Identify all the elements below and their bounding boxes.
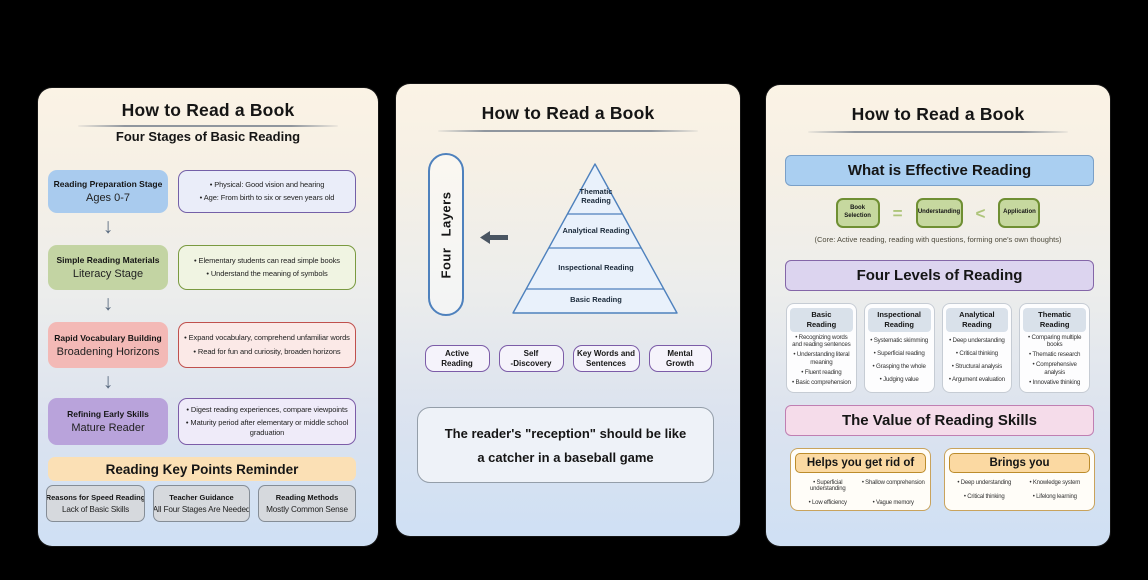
stage-box-simple-reading: Simple Reading Materials Literacy Stage xyxy=(48,245,168,290)
value-banner: The Value of Reading Skills xyxy=(785,405,1094,436)
keyword-pills-row: Active Reading Self -Discovery Key Words… xyxy=(396,345,740,372)
effective-reading-equation: Book Selection = Understanding < Applica… xyxy=(766,198,1110,228)
stage-row-2: Simple Reading Materials Literacy Stage … xyxy=(38,245,378,290)
reminder-banner: Reading Key Points Reminder xyxy=(48,457,356,481)
column-bullets: • Recognizing words and reading sentence… xyxy=(791,333,851,386)
title-underline xyxy=(438,130,698,132)
reminder-item-label: Reasons for Speed Reading xyxy=(46,493,145,502)
stage-row-3: Rapid Vocabulary Building Broadening Hor… xyxy=(38,322,378,368)
reminder-item-value: Lack of Basic Skills xyxy=(61,505,130,514)
column-header: Analytical Reading xyxy=(945,308,1009,332)
stage-label: Reading Preparation Stage xyxy=(53,179,163,189)
stage-label: Simple Reading Materials xyxy=(56,255,160,265)
reminder-item-value: All Four Stages Are Needed xyxy=(153,505,250,514)
pyramid-level-thematic: Thematic Reading xyxy=(579,187,613,205)
value-box-header: Brings you xyxy=(949,453,1090,473)
quote-line-1: The reader's "reception" should be like xyxy=(444,425,687,441)
stage-detail-3: • Expand vocabulary, comprehend unfamili… xyxy=(178,322,356,368)
effective-reading-banner: What is Effective Reading xyxy=(785,155,1094,186)
column-header: Inspectional Reading xyxy=(867,308,931,332)
stage-name: Literacy Stage xyxy=(72,268,144,280)
stage-label: Refining Early Skills xyxy=(67,409,149,419)
title-underline xyxy=(78,125,338,127)
bullet-line: • Expand vocabulary, comprehend unfamili… xyxy=(184,333,350,343)
stage-row-4: Refining Early Skills Mature Reader • Di… xyxy=(38,398,378,445)
bullet-line: • Maturity period after elementary or mi… xyxy=(185,417,349,438)
equation-caption: (Core: Active reading, reading with ques… xyxy=(814,235,1062,244)
value-box-brings-you: Brings you • Deep understanding • Knowle… xyxy=(944,448,1095,511)
pill-key-words: Key Words and Sentences xyxy=(572,345,640,372)
four-layers-pill: Four Layers xyxy=(428,153,464,316)
level-column-basic: Basic Reading • Recognizing words and re… xyxy=(786,303,857,393)
pyramid-shape xyxy=(512,163,678,314)
pyramid-level-basic: Basic Reading xyxy=(570,295,622,304)
column-header: Basic Reading xyxy=(790,308,853,332)
quote-line-2: a catcher in a baseball game xyxy=(477,449,654,465)
level-column-thematic: Thematic Reading • Comparing multiple bo… xyxy=(1019,303,1090,393)
stage-detail-4: • Digest reading experiences, compare vi… xyxy=(178,398,356,445)
pill-active-reading: Active Reading xyxy=(424,345,490,372)
bullet-line: • Elementary students can read simple bo… xyxy=(194,255,340,265)
panel-four-layers: How to Read a Book Four Layers Thematic … xyxy=(396,84,740,536)
stage-name: Broadening Horizons xyxy=(56,345,160,358)
value-box-bullets: • Deep understanding • Knowledge system … xyxy=(957,480,1081,500)
four-levels-banner: Four Levels of Reading xyxy=(785,260,1094,291)
value-box-header: Helps you get rid of xyxy=(795,453,926,473)
equation-box-book-selection: Book Selection xyxy=(835,198,880,228)
panel-four-stages: How to Read a Book Four Stages of Basic … xyxy=(38,88,378,546)
title-underline xyxy=(808,131,1068,133)
bullet-line: • Age: From birth to six or seven years … xyxy=(199,193,335,202)
equation-box-application: Application xyxy=(998,198,1041,228)
panel-subtitle: Four Stages of Basic Reading xyxy=(115,129,301,144)
stage-name: Ages 0-7 xyxy=(85,192,131,204)
stage-name: Mature Reader xyxy=(71,422,145,434)
page-title: How to Read a Book xyxy=(851,104,1025,124)
stage-box-rapid-vocabulary: Rapid Vocabulary Building Broadening Hor… xyxy=(48,322,168,368)
reminder-item-reading-methods: Reading Methods Mostly Common Sense xyxy=(258,485,356,522)
bullet-line: • Understand the meaning of symbols xyxy=(206,269,328,278)
down-arrow-icon: ↓ xyxy=(102,370,114,393)
page-title: How to Read a Book xyxy=(121,100,295,120)
stage-box-reading-preparation: Reading Preparation Stage Ages 0-7 xyxy=(48,170,168,213)
reading-levels-pyramid: Thematic Reading Analytical Reading Insp… xyxy=(496,159,696,319)
stage-detail-2: • Elementary students can read simple bo… xyxy=(178,245,356,290)
pyramid-level-analytical: Analytical Reading xyxy=(562,226,630,235)
less-than-icon: < xyxy=(975,203,986,223)
equals-icon: = xyxy=(892,203,903,223)
pill-self-discovery: Self -Discovery xyxy=(498,345,564,372)
four-layers-label: Four Layers xyxy=(438,191,454,278)
pill-mental-growth: Mental Growth xyxy=(648,345,712,372)
reminder-item-label: Teacher Guidance xyxy=(169,493,234,502)
stage-box-refining-skills: Refining Early Skills Mature Reader xyxy=(48,398,168,445)
bullet-line: • Read for fun and curiosity, broaden ho… xyxy=(193,346,341,356)
left-arrow-icon xyxy=(480,231,508,249)
level-column-inspectional: Inspectional Reading • Systematic skimmi… xyxy=(863,303,935,393)
reminder-item-value: Mostly Common Sense xyxy=(266,505,348,514)
quote-box: The reader's "reception" should be like … xyxy=(417,407,714,483)
equation-box-understanding: Understanding xyxy=(915,198,963,228)
panel-effective-reading: How to Read a Book What is Effective Rea… xyxy=(766,85,1110,546)
reminder-item-teacher-guidance: Teacher Guidance All Four Stages Are Nee… xyxy=(153,485,250,522)
value-box-get-rid-of: Helps you get rid of • Superficial under… xyxy=(790,448,931,511)
value-box-bullets: • Superficial understanding • Shallow co… xyxy=(808,480,925,506)
bullet-line: • Digest reading experiences, compare vi… xyxy=(186,404,348,414)
column-bullets: • Systematic skimming • Superficial read… xyxy=(870,336,929,383)
column-header: Thematic Reading xyxy=(1023,308,1086,332)
reminder-item-label: Reading Methods xyxy=(275,493,339,502)
stage-row-1: Reading Preparation Stage Ages 0-7 • Phy… xyxy=(38,170,378,213)
column-bullets: • Comparing multiple books • Thematic re… xyxy=(1028,333,1082,386)
page-title: How to Read a Book xyxy=(481,103,655,123)
four-levels-columns: Basic Reading • Recognizing words and re… xyxy=(786,303,1090,393)
down-arrow-icon: ↓ xyxy=(102,215,114,238)
reminder-item-speed-reading: Reasons for Speed Reading Lack of Basic … xyxy=(46,485,145,522)
stage-label: Rapid Vocabulary Building xyxy=(54,332,162,343)
down-arrow-icon: ↓ xyxy=(102,292,114,315)
bullet-line: • Physical: Good vision and hearing xyxy=(209,179,325,189)
pyramid-level-inspectional: Inspectional Reading xyxy=(558,263,634,272)
column-bullets: • Deep understanding • Critical thinking… xyxy=(948,336,1005,383)
level-column-analytical: Analytical Reading • Deep understanding … xyxy=(941,303,1013,393)
stage-detail-1: • Physical: Good vision and hearing • Ag… xyxy=(178,170,356,213)
